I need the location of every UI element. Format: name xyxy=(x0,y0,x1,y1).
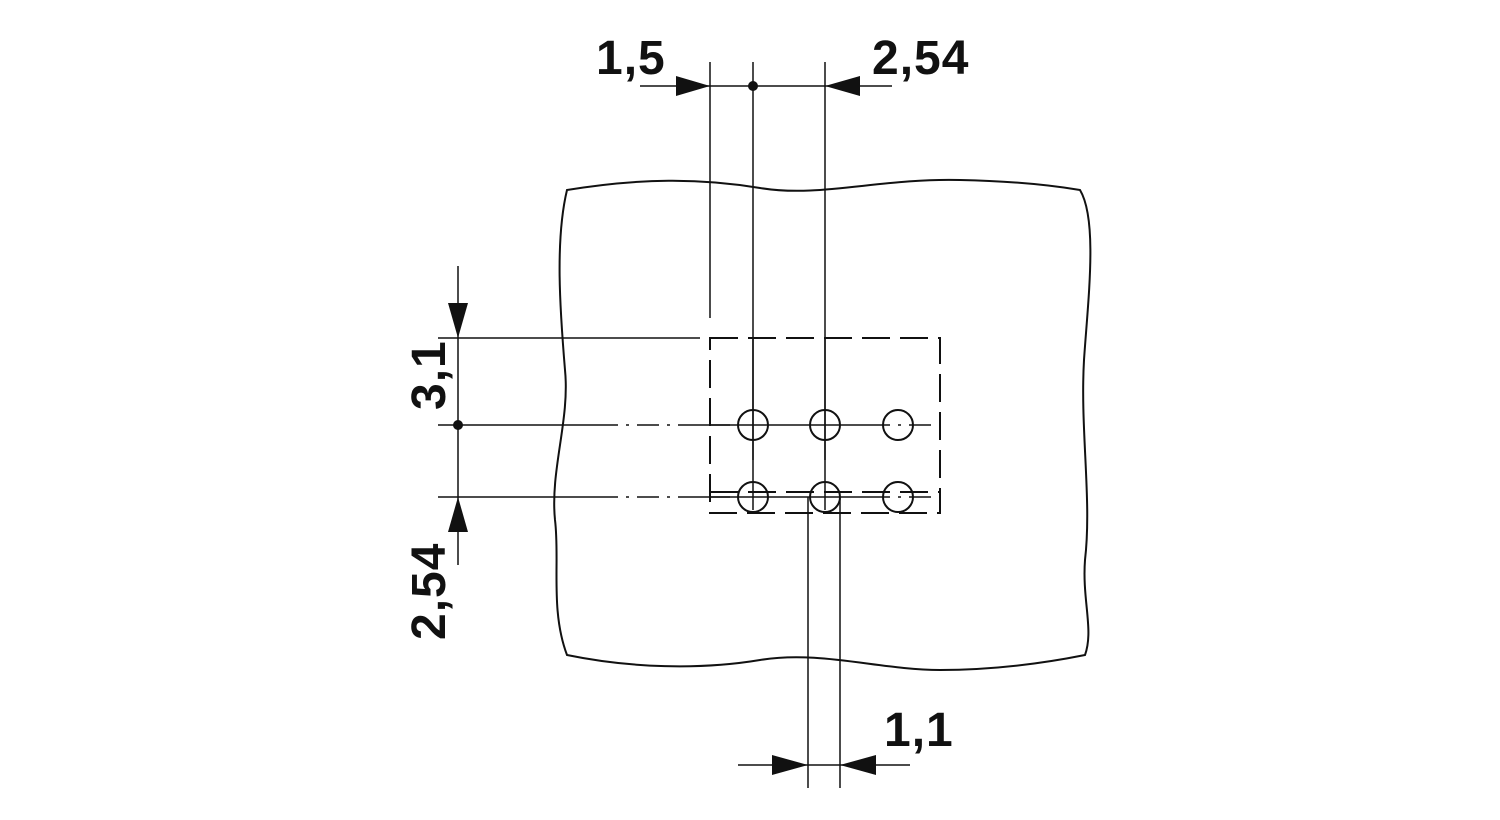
hole-6 xyxy=(882,481,914,513)
arrowhead-left-bottom xyxy=(448,497,468,532)
arrowhead-top-left xyxy=(676,76,710,96)
dimension-label-top-left: 1,5 xyxy=(596,32,666,85)
arrowhead-top-right xyxy=(825,76,860,96)
hole-2 xyxy=(809,409,841,441)
arrowhead-bottom-right xyxy=(840,755,876,775)
dimension-dot-top xyxy=(748,81,758,91)
dimension-label-bottom: 1,1 xyxy=(884,704,954,757)
hole-4 xyxy=(737,481,769,513)
dimension-label-top-right: 2,54 xyxy=(872,32,969,85)
dimension-dot-left xyxy=(453,420,463,430)
dimension-label-left-lower: 2,54 xyxy=(403,543,456,640)
hole-1 xyxy=(737,409,769,441)
arrowhead-left-top xyxy=(448,303,468,338)
pcb-outline xyxy=(553,178,1092,672)
arrowhead-bottom-left xyxy=(772,755,808,775)
hole-3 xyxy=(882,409,914,441)
dimension-label-left-upper: 3,1 xyxy=(403,340,456,410)
